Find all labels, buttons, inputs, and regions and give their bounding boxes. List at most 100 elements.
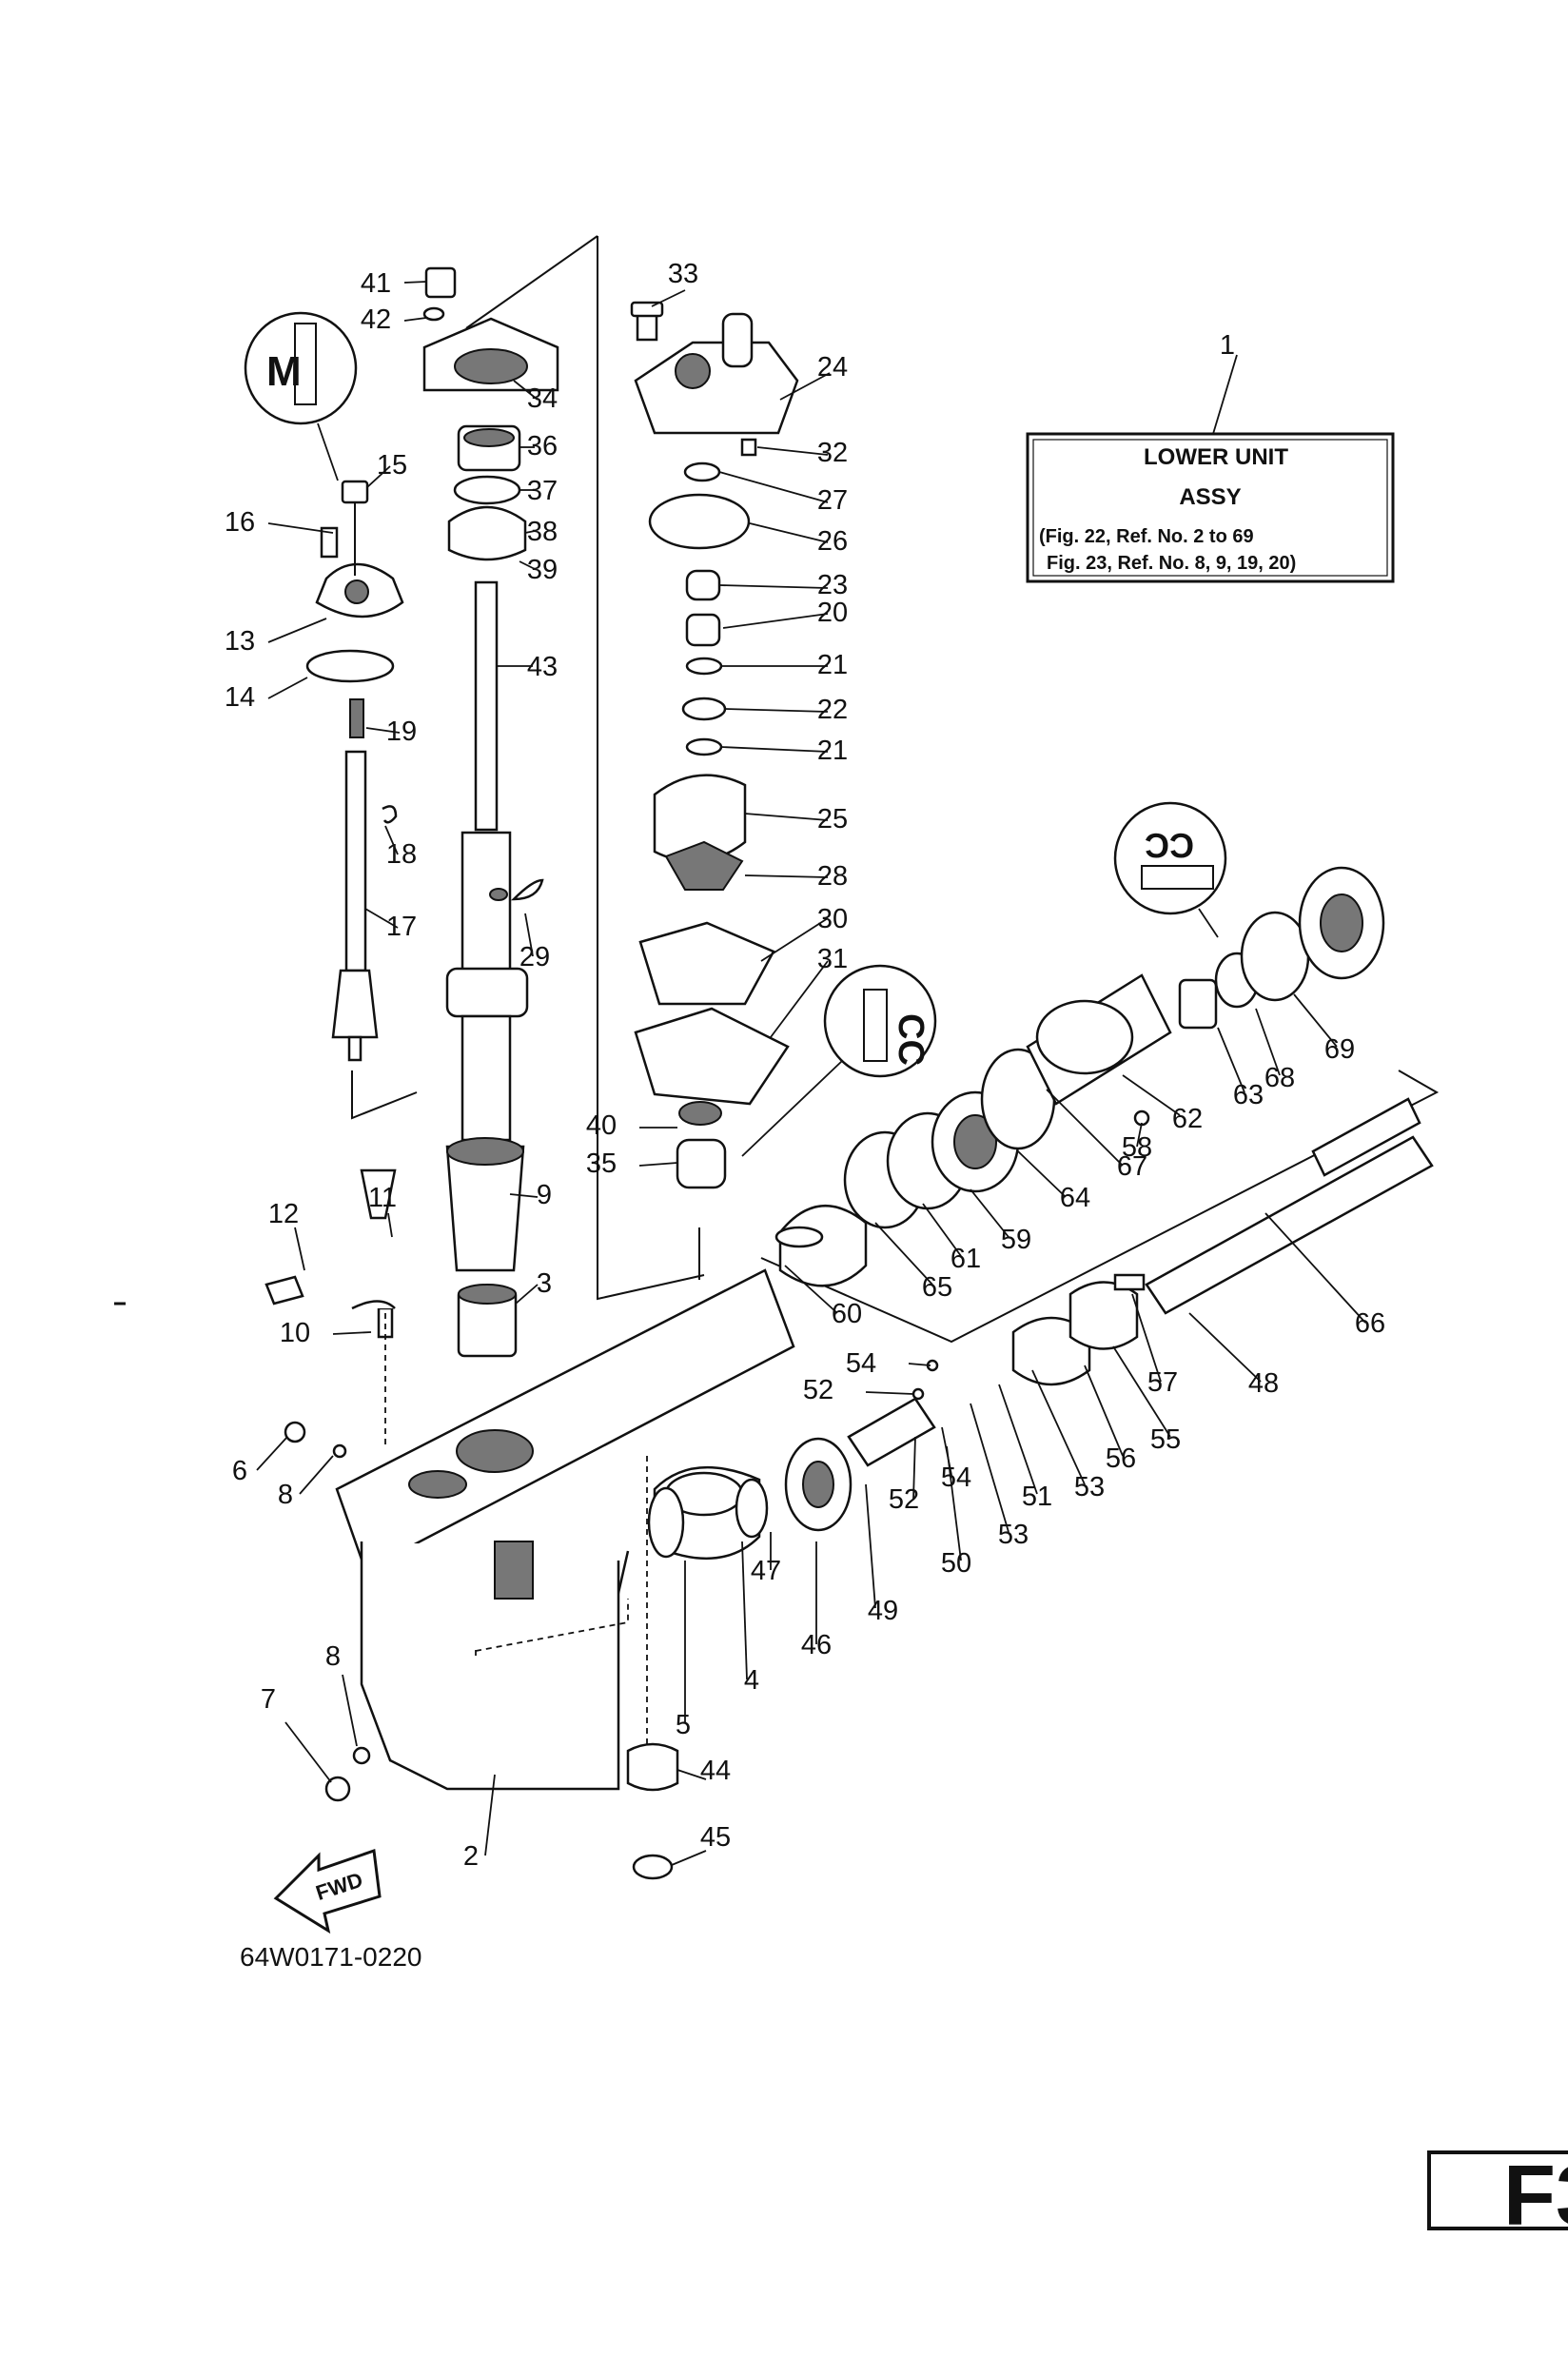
callout-ref-32: 32 — [817, 438, 848, 468]
callout-leader-63 — [1217, 1027, 1245, 1093]
callout-ref-42: 42 — [361, 304, 391, 335]
callout-leader-48 — [1188, 1312, 1262, 1383]
callout-ref-9: 9 — [537, 1180, 552, 1210]
callout-ref-18: 18 — [386, 839, 417, 870]
callout-ref-24: 24 — [817, 352, 848, 383]
callout-leader-11 — [387, 1212, 393, 1238]
callout-leader-15 — [366, 465, 391, 488]
callout-ref-45: 45 — [700, 1822, 731, 1853]
assy-ref-line2: Fig. 23, Ref. No. 8, 9, 19, 20) — [1047, 553, 1296, 574]
callout-ref-68: 68 — [1264, 1063, 1295, 1093]
lubricant-symbol-c-top: CC — [741, 964, 937, 1157]
callout-leader-50 — [946, 1445, 962, 1561]
callout-ref-62: 62 — [1172, 1104, 1203, 1134]
callout-leader-33 — [651, 289, 686, 307]
callout-ref-26: 26 — [817, 526, 848, 557]
callout-leader-64 — [1017, 1150, 1067, 1198]
shift-rod-group — [305, 480, 404, 1062]
callout-ref-44: 44 — [700, 1756, 731, 1786]
callout-ref-31: 31 — [817, 944, 848, 974]
callout-leader-14 — [267, 677, 308, 699]
callout-ref-7: 7 — [261, 1684, 276, 1715]
callout-leader-26 — [749, 522, 829, 543]
svg-text:CC: CC — [891, 1013, 931, 1066]
callout-leader-10 — [332, 1331, 372, 1335]
callout-leader-51 — [998, 1384, 1038, 1495]
callout-ref-59: 59 — [1001, 1225, 1031, 1255]
callout-ref-4: 4 — [744, 1665, 759, 1696]
callout-ref-58: 58 — [1122, 1132, 1152, 1163]
callout-leader-59 — [970, 1188, 1009, 1238]
callout-leader-8 — [299, 1455, 334, 1495]
callout-ref-49: 49 — [868, 1596, 898, 1626]
callout-leader-32 — [756, 446, 829, 456]
callout-ref-60: 60 — [832, 1299, 862, 1329]
callout-leader-57 — [1131, 1293, 1162, 1383]
callout-leader-41 — [403, 281, 427, 284]
callout-leader-31 — [770, 960, 829, 1038]
callout-ref-16: 16 — [225, 507, 255, 538]
callout-ref-8: 8 — [278, 1480, 293, 1510]
callout-ref-57: 57 — [1147, 1367, 1178, 1398]
callout-leader-68 — [1255, 1008, 1281, 1076]
callout-leader-69 — [1293, 993, 1338, 1048]
callout-ref-52: 52 — [803, 1375, 833, 1405]
callout-ref-33: 33 — [668, 259, 698, 289]
callout-ref-10: 10 — [280, 1318, 310, 1348]
callout-leader-3 — [515, 1284, 539, 1305]
callout-ref-35: 35 — [586, 1149, 617, 1179]
callout-ref-38: 38 — [527, 517, 558, 547]
callout-leader-18 — [384, 825, 399, 855]
callout-leader-30 — [760, 917, 829, 962]
callout-leader-52 — [865, 1391, 914, 1395]
callout-leader-28 — [744, 874, 829, 878]
callout-leader-67 — [1046, 1089, 1124, 1167]
callout-ref-23: 23 — [817, 570, 848, 600]
callout-leader-53 — [970, 1403, 1009, 1533]
callout-leader-60 — [784, 1265, 838, 1314]
lubricant-symbol-c-right: CC — [1113, 801, 1227, 938]
callout-ref-25: 25 — [817, 804, 848, 834]
callout-ref-36: 36 — [527, 431, 558, 461]
callout-ref-22: 22 — [817, 695, 848, 725]
callout-ref-27: 27 — [817, 485, 848, 516]
assy-title-line2: ASSY — [1179, 484, 1241, 510]
assy-ref-line1: (Fig. 22, Ref. No. 2 to 69 — [1039, 526, 1254, 547]
callout-ref-64: 64 — [1060, 1183, 1090, 1213]
callout-leader-39 — [519, 560, 536, 570]
callout-leader-20 — [722, 613, 829, 629]
callout-leader-29 — [524, 913, 534, 957]
callout-ref-13: 13 — [225, 626, 255, 657]
callout-leader-12 — [294, 1227, 305, 1271]
svg-text:CC: CC — [1145, 826, 1194, 865]
callout-ref-19: 19 — [386, 717, 417, 747]
assy-title-line1: LOWER UNIT — [1144, 444, 1288, 470]
callout-leader-55 — [1112, 1345, 1171, 1438]
callout-ref-55: 55 — [1150, 1424, 1181, 1455]
lubricant-symbol-m: M — [244, 311, 358, 481]
callout-leader-17 — [364, 908, 399, 929]
callout-leader-21 — [720, 746, 829, 753]
callout-ref-46: 46 — [801, 1630, 832, 1660]
callout-leader-13 — [267, 618, 327, 643]
callout-ref-30: 30 — [817, 904, 848, 934]
callout-labels: 4142343637383943151613141918172933243227… — [225, 259, 1385, 1872]
callout-leader-23 — [718, 584, 829, 589]
callout-ref-14: 14 — [225, 682, 255, 713]
page-mark-text: F3 — [1503, 2149, 1568, 2244]
fwd-arrow-icon: FWD — [273, 1848, 382, 1934]
lower-unit-assy-box: 1 LOWER UNIT ASSY (Fig. 22, Ref. No. 2 t… — [1026, 330, 1395, 583]
callout-ref-41: 41 — [361, 268, 391, 299]
callout-leader-45 — [671, 1850, 707, 1866]
callout-leader-56 — [1084, 1365, 1124, 1457]
callout-leader-6 — [256, 1436, 288, 1471]
callout-ref-12: 12 — [268, 1199, 299, 1229]
drawing-code: 64W0171-0220 — [240, 1942, 421, 1972]
callout-leader-22 — [724, 708, 829, 713]
callout-leader-52 — [912, 1436, 916, 1500]
assy-ref-number: 1 — [1220, 330, 1235, 361]
water-pump-group — [630, 301, 799, 1189]
lower-case-housing — [265, 1168, 795, 1802]
callout-ref-53: 53 — [998, 1520, 1029, 1550]
callout-ref-8: 8 — [325, 1641, 341, 1672]
